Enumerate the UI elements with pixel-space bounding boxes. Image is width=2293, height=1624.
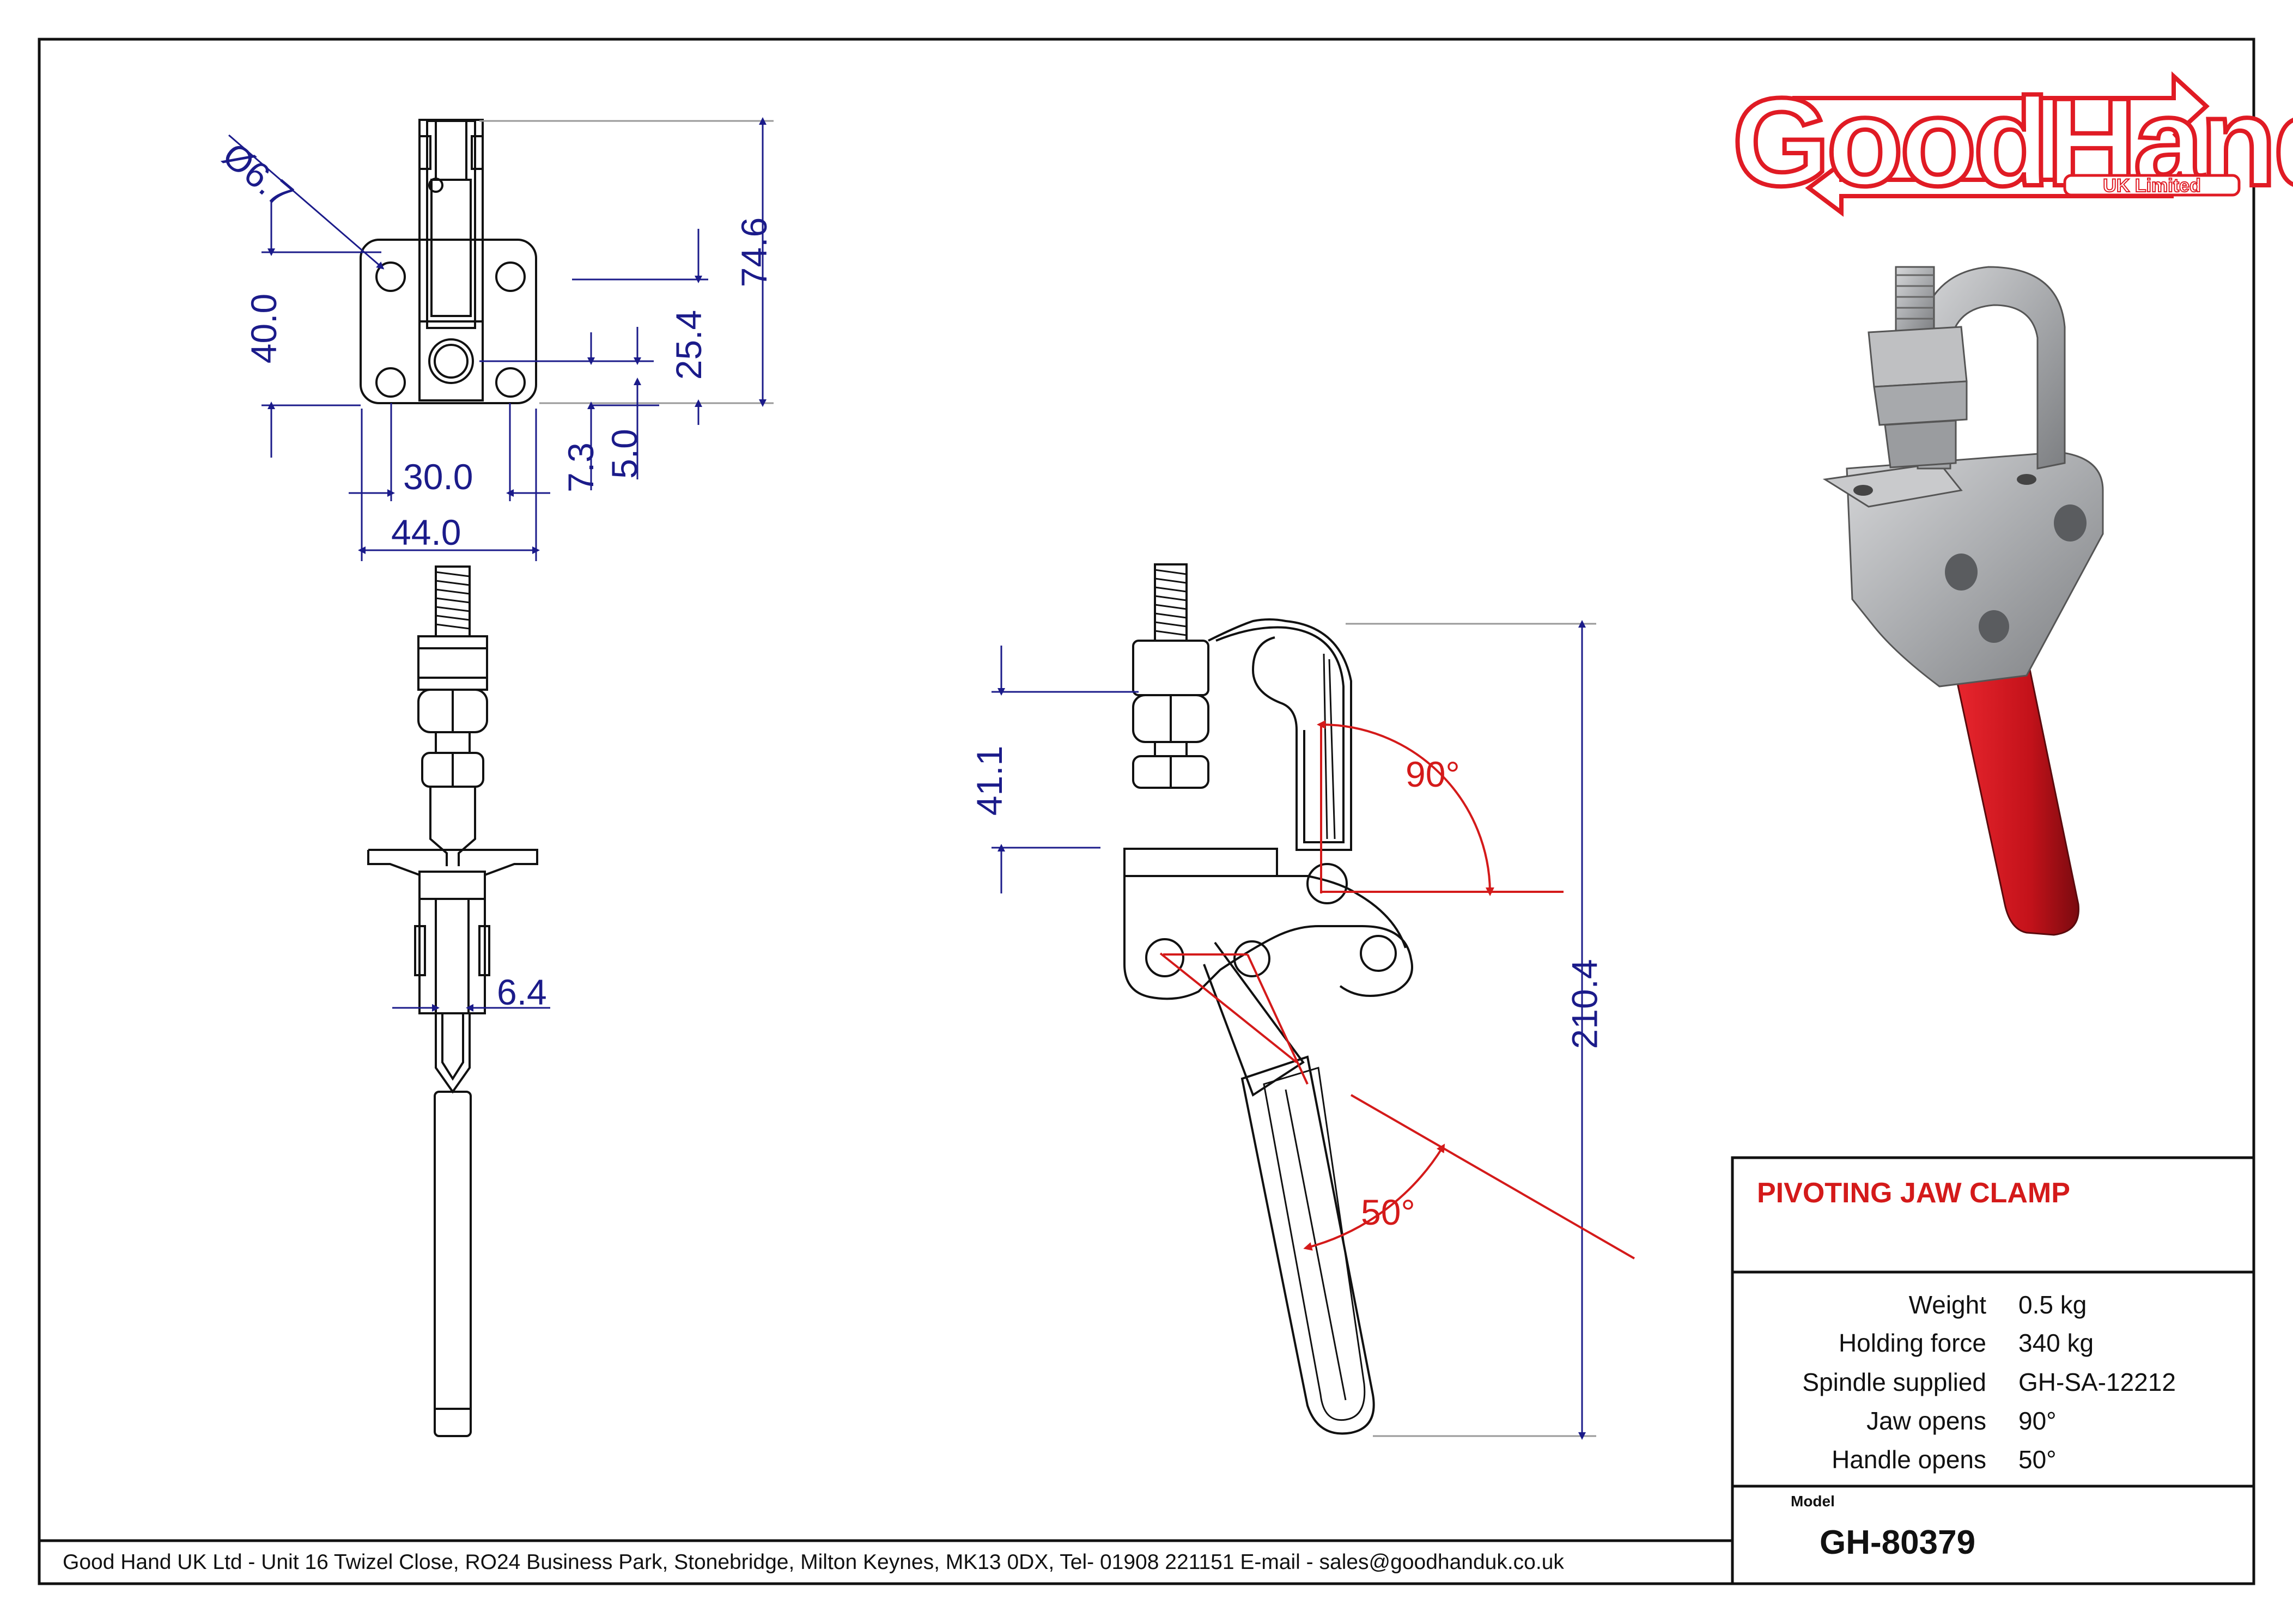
front-view bbox=[367, 565, 538, 1437]
product-render bbox=[1822, 266, 2104, 936]
dimension-lines bbox=[228, 117, 1596, 1440]
spec-value-weight: 0.5 kg bbox=[2018, 1291, 2087, 1319]
dim-41-1: 41.1 bbox=[969, 745, 1010, 816]
dim-6-4: 6.4 bbox=[497, 972, 547, 1012]
angle-handle-opens: 50° bbox=[1361, 1192, 1415, 1232]
dim-25-4: 25.4 bbox=[668, 309, 709, 380]
dim-7-3: 7.3 bbox=[560, 442, 601, 492]
model-number: GH-80379 bbox=[1820, 1524, 1976, 1561]
dim-5-0: 5.0 bbox=[604, 429, 644, 479]
footer-contact: Good Hand UK Ltd - Unit 16 Twizel Close,… bbox=[63, 1550, 1564, 1574]
angle-jaw-opens: 90° bbox=[1406, 754, 1460, 794]
dim-30-0: 30.0 bbox=[403, 457, 473, 497]
dim-40-0: 40.0 bbox=[244, 293, 284, 364]
spec-label-handle-opens: Handle opens bbox=[1832, 1445, 1986, 1474]
spec-label-weight: Weight bbox=[1908, 1291, 1986, 1319]
spec-label-jaw-opens: Jaw opens bbox=[1866, 1407, 1986, 1435]
drawing-title: PIVOTING JAW CLAMP bbox=[1757, 1177, 2070, 1209]
dim-210-4: 210.4 bbox=[1564, 959, 1605, 1049]
spec-label-holding-force: Holding force bbox=[1838, 1329, 1986, 1357]
title-block-frame bbox=[39, 1156, 2255, 1585]
spec-value-holding-force: 340 kg bbox=[2018, 1329, 2094, 1357]
dim-44-0: 44.0 bbox=[391, 512, 461, 552]
spec-value-spindle: GH-SA-12212 bbox=[2018, 1368, 2176, 1396]
svg-text:UK Limited: UK Limited bbox=[2103, 175, 2200, 196]
spec-value-jaw-opens: 90° bbox=[2018, 1407, 2057, 1435]
top-view bbox=[360, 119, 537, 404]
sheet-border bbox=[38, 38, 2255, 1585]
dim-74-6: 74.6 bbox=[734, 217, 775, 288]
goodhand-logo: GoodHand UK Limited bbox=[1730, 70, 2293, 217]
angle-lines bbox=[1159, 720, 1635, 1260]
model-label: Model bbox=[1791, 1493, 1835, 1510]
spec-label-spindle: Spindle supplied bbox=[1802, 1368, 1986, 1396]
spec-value-handle-opens: 50° bbox=[2018, 1445, 2057, 1474]
